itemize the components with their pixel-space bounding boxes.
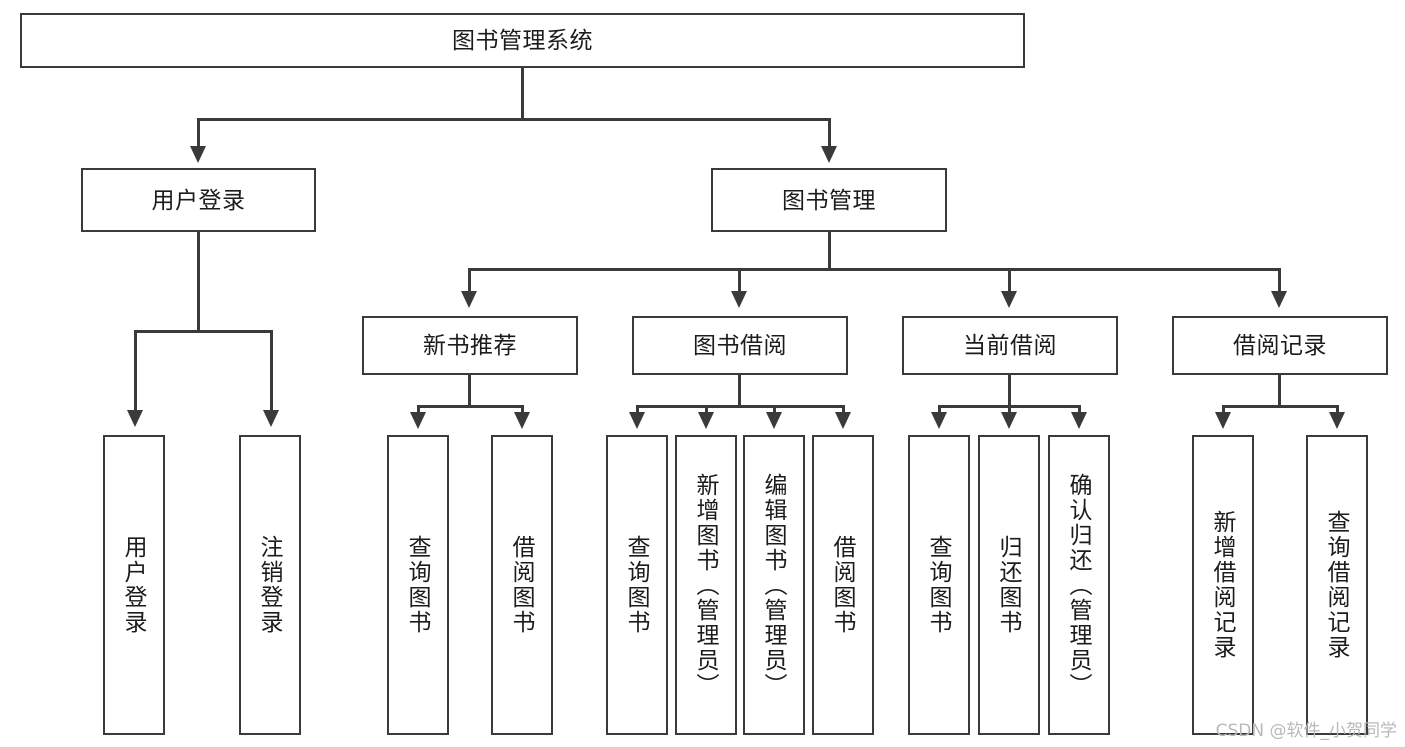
connector-bookborrow-to-leaf-2 xyxy=(705,405,708,414)
arrowhead-leaf-query-record xyxy=(1329,412,1345,429)
arrowhead-leaf-borrow-book-b xyxy=(835,412,851,429)
node-book-borrow[interactable]: 图书借阅 xyxy=(632,316,848,375)
connector-borrowrecord-bar xyxy=(1222,405,1338,408)
node-current-borrow[interactable]: 当前借阅 xyxy=(902,316,1118,375)
node-user-login[interactable]: 用户登录 xyxy=(81,168,316,232)
connector-bookmgmt-bar xyxy=(468,268,1280,271)
arrowhead-to-borrow-record xyxy=(1271,291,1287,308)
node-label: 查询图书 xyxy=(405,535,432,635)
arrowhead-leaf-edit-book xyxy=(766,412,782,429)
node-label: 图书管理系统 xyxy=(452,27,593,54)
connector-newbook-to-leaf-2 xyxy=(521,405,524,414)
connector-newbook-to-leaf-1 xyxy=(417,405,420,414)
connector-bookborrow-stem xyxy=(738,375,741,407)
connector-currentborrow-stem xyxy=(1008,375,1011,407)
node-root-system[interactable]: 图书管理系统 xyxy=(20,13,1025,68)
node-label: 用户登录 xyxy=(121,535,148,635)
connector-root-stem xyxy=(521,68,524,119)
connector-bookmgmt-stem xyxy=(828,232,831,270)
arrowhead-leaf-user-login xyxy=(127,410,143,427)
node-leaf-add-borrow-record[interactable]: 新增借阅记录 xyxy=(1192,435,1254,735)
connector-login-bar xyxy=(134,330,272,333)
node-label: 借阅图书 xyxy=(509,535,536,635)
node-leaf-edit-book[interactable]: 编辑图书（管理员） xyxy=(743,435,805,735)
arrowhead-to-user-login xyxy=(190,146,206,163)
node-leaf-user-login[interactable]: 用户登录 xyxy=(103,435,165,735)
connector-newbook-stem xyxy=(468,375,471,407)
node-new-book-recommend[interactable]: 新书推荐 xyxy=(362,316,578,375)
csdn-watermark: CSDN @软件_小贺同学 xyxy=(1215,721,1397,741)
node-leaf-add-book[interactable]: 新增图书（管理员） xyxy=(675,435,737,735)
node-label: 图书借阅 xyxy=(693,332,787,359)
connector-bookborrow-bar xyxy=(636,405,844,408)
connector-login-to-leaf-2 xyxy=(270,330,273,412)
arrowhead-leaf-borrow-book-a xyxy=(514,412,530,429)
connector-currentborrow-to-leaf-1 xyxy=(938,405,941,414)
node-label: 注销登录 xyxy=(257,535,284,635)
arrowhead-to-book-management xyxy=(821,146,837,163)
node-leaf-query-book-borrow[interactable]: 查询图书 xyxy=(606,435,668,735)
connector-bookmgmt-to-borrow xyxy=(738,268,741,293)
connector-root-to-bookmgmt xyxy=(828,118,831,148)
connector-bookborrow-to-leaf-4 xyxy=(842,405,845,414)
arrowhead-leaf-query-book-a xyxy=(410,412,426,429)
connector-currentborrow-to-leaf-2 xyxy=(1008,405,1011,414)
arrowhead-leaf-return-book xyxy=(1001,412,1017,429)
arrowhead-to-current-borrow xyxy=(1001,291,1017,308)
node-label: 查询图书 xyxy=(926,535,953,635)
node-label: 新增图书（管理员） xyxy=(693,472,720,698)
connector-currentborrow-to-leaf-3 xyxy=(1078,405,1081,414)
arrowhead-leaf-query-book-c xyxy=(931,412,947,429)
node-label: 借阅记录 xyxy=(1233,332,1327,359)
node-label: 用户登录 xyxy=(151,186,246,213)
connector-borrowrecord-to-leaf-2 xyxy=(1336,405,1339,414)
connector-newbook-bar xyxy=(417,405,523,408)
node-leaf-confirm-return[interactable]: 确认归还（管理员） xyxy=(1048,435,1110,735)
node-label: 确认归还（管理员） xyxy=(1066,472,1093,698)
connector-login-to-leaf-1 xyxy=(134,330,137,412)
node-leaf-borrow-book-newbook[interactable]: 借阅图书 xyxy=(491,435,553,735)
node-label: 借阅图书 xyxy=(830,535,857,635)
connector-root-bar xyxy=(197,118,831,121)
node-label: 图书管理 xyxy=(782,186,876,213)
node-label: 当前借阅 xyxy=(963,332,1057,359)
arrowhead-leaf-add-record xyxy=(1215,412,1231,429)
arrowhead-to-book-borrow xyxy=(731,291,747,308)
arrowhead-leaf-add-book xyxy=(698,412,714,429)
node-label: 新增借阅记录 xyxy=(1210,510,1237,660)
node-label: 查询借阅记录 xyxy=(1324,510,1351,660)
connector-bookborrow-to-leaf-1 xyxy=(636,405,639,414)
node-book-management[interactable]: 图书管理 xyxy=(711,168,947,232)
node-leaf-query-borrow-record[interactable]: 查询借阅记录 xyxy=(1306,435,1368,735)
connector-borrowrecord-to-leaf-1 xyxy=(1222,405,1225,414)
arrowhead-leaf-logout xyxy=(263,410,279,427)
arrowhead-to-new-book xyxy=(461,291,477,308)
arrowhead-leaf-query-book-b xyxy=(629,412,645,429)
node-label: 查询图书 xyxy=(624,535,651,635)
node-leaf-return-book[interactable]: 归还图书 xyxy=(978,435,1040,735)
connector-bookborrow-to-leaf-3 xyxy=(773,405,776,414)
connector-bookmgmt-to-new xyxy=(468,268,471,293)
node-leaf-logout[interactable]: 注销登录 xyxy=(239,435,301,735)
connector-login-stem xyxy=(197,232,200,332)
connector-root-to-login xyxy=(197,118,200,148)
node-label: 归还图书 xyxy=(996,535,1023,635)
node-leaf-query-book-newbook[interactable]: 查询图书 xyxy=(387,435,449,735)
arrowhead-leaf-confirm-return xyxy=(1071,412,1087,429)
node-label: 编辑图书（管理员） xyxy=(761,472,788,698)
node-leaf-borrow-book[interactable]: 借阅图书 xyxy=(812,435,874,735)
connector-bookmgmt-to-record xyxy=(1278,268,1281,293)
node-leaf-query-book-current[interactable]: 查询图书 xyxy=(908,435,970,735)
connector-borrowrecord-stem xyxy=(1278,375,1281,407)
node-label: 新书推荐 xyxy=(423,332,517,359)
node-borrow-record[interactable]: 借阅记录 xyxy=(1172,316,1388,375)
connector-bookmgmt-to-current xyxy=(1008,268,1011,293)
